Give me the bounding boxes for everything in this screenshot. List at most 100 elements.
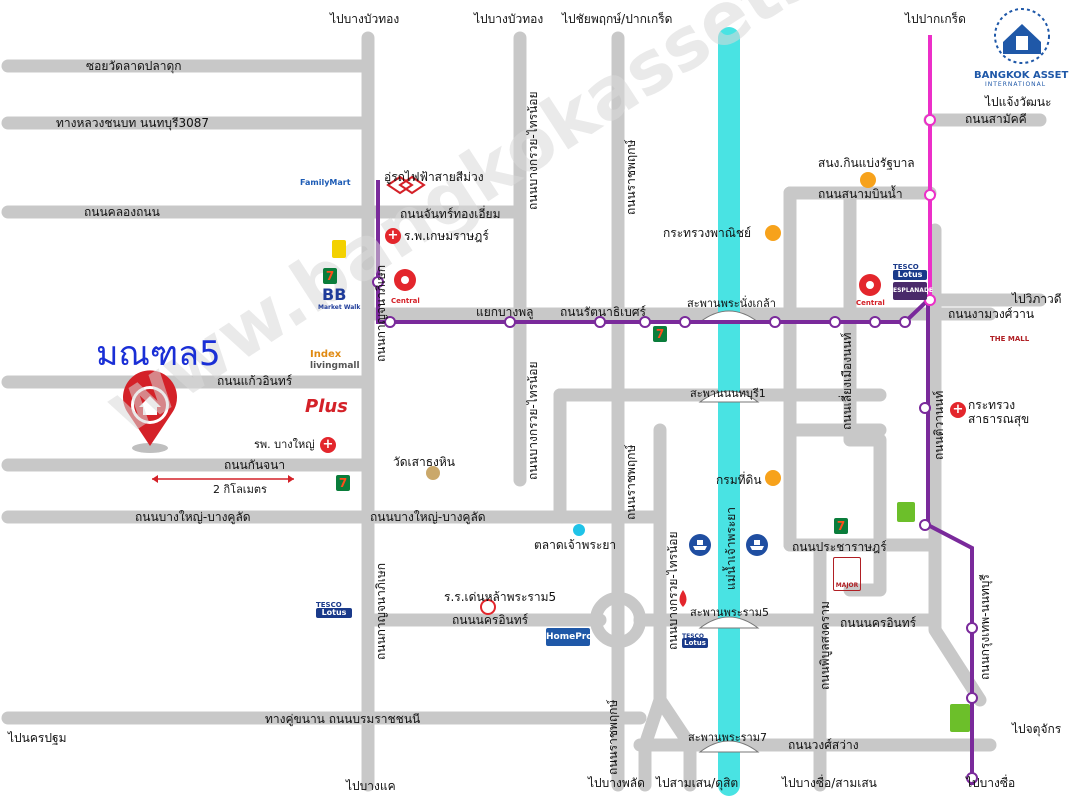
direction-label: ไปแจ้งวัฒนะ bbox=[985, 95, 1052, 109]
scale-label: 2 กิโลเมตร bbox=[213, 483, 267, 496]
home-icon bbox=[139, 396, 161, 415]
road-misc-4 bbox=[638, 693, 667, 792]
road-label: ถนนรัตนาธิเบศร์ bbox=[560, 305, 646, 319]
place-label: อู่รถไฟฟ้าสายสีม่วง bbox=[384, 170, 484, 184]
bb-logo: BB bbox=[322, 285, 347, 304]
road-label: ถนนพิบูลสงคราม bbox=[818, 601, 832, 690]
office-icon bbox=[765, 225, 781, 241]
road-label: ถนนงามวงศ์วาน bbox=[948, 307, 1035, 321]
bridge-label: สะพานนนทบุรี1 bbox=[690, 387, 766, 400]
brand-sub: INTERNATIONAL bbox=[985, 81, 1047, 88]
direction-label: ไปบางซื่อ bbox=[966, 776, 1016, 790]
road-label: ถนนกรุงเทพ-นนทบุรี bbox=[978, 574, 992, 680]
road-label: ถนนบางกรวย-ไทรน้อย bbox=[526, 361, 540, 480]
road-label: ถนนบางใหญ่-บางคูลัด bbox=[135, 510, 251, 524]
station bbox=[594, 316, 606, 328]
lotus-logo: Lotus bbox=[682, 638, 708, 648]
page-title: มณฑล5 bbox=[96, 334, 221, 374]
road-label: ถนนราชพฤกษ์ bbox=[624, 444, 638, 520]
brand-logo-icon bbox=[994, 8, 1050, 64]
road-label: ถนนบางกรวย-ไทรน้อย bbox=[666, 531, 680, 650]
station bbox=[924, 294, 936, 306]
place-label: ร.ร.เด่นหล้าพระราม5 bbox=[444, 590, 557, 604]
index-logo-sub: livingmall bbox=[310, 361, 360, 371]
bridge-rama7-shape bbox=[698, 740, 760, 753]
scale-arrow-left bbox=[152, 475, 158, 483]
road-label: ถนนกาญจนาภิเษก bbox=[374, 562, 388, 660]
road-label: แยกบางพลู bbox=[476, 305, 534, 319]
temple-icon bbox=[426, 466, 440, 480]
station bbox=[966, 692, 978, 704]
hospital-icon: + bbox=[320, 437, 336, 453]
road-label: ถนนแก้วอินทร์ bbox=[217, 374, 293, 388]
tesco-logo: TESCO bbox=[682, 633, 705, 640]
market-icon bbox=[573, 524, 585, 536]
central-logo: Central bbox=[856, 299, 885, 307]
road-label: ถนนราชพฤกษ์ bbox=[624, 139, 638, 215]
road-label: ถนนเลี่ยงเมืองนนท์ bbox=[840, 332, 854, 430]
road-label: ถนนบางกรวย-ไทรน้อย bbox=[526, 91, 540, 210]
direction-label: ไปสามเสน/ดุสิต bbox=[656, 776, 739, 790]
road-label: ถนนสนามบินน้ำ bbox=[818, 187, 903, 201]
station bbox=[372, 276, 384, 288]
index-logo: Index bbox=[310, 349, 342, 360]
lotus-logo: Lotus bbox=[893, 270, 927, 280]
direction-label: ไปบางบัวทอง bbox=[474, 12, 544, 26]
brand-name: BANGKOK ASSET bbox=[974, 70, 1069, 81]
road-liang-mueang bbox=[843, 186, 887, 597]
road-label: ถนนบางใหญ่-บางคูลัด bbox=[370, 510, 486, 524]
road-label: ทางหลวงชนบท นนทบุรี3087 bbox=[56, 116, 209, 130]
esplanade-logo: ESPLANADE bbox=[893, 282, 933, 300]
station bbox=[384, 316, 396, 328]
school-icon bbox=[480, 599, 496, 615]
bb-logo-sub: Market Walk bbox=[318, 304, 361, 311]
big-c-icon bbox=[332, 240, 346, 258]
bridge-nonthaburi1-shape bbox=[698, 390, 760, 403]
road-label: ถนนกาญจนาภิเษก bbox=[374, 264, 388, 362]
seven-eleven-logo: 7 bbox=[323, 268, 337, 284]
direction-label: ไปบางซื่อ/สามเสน bbox=[782, 776, 877, 790]
roundabout bbox=[590, 592, 646, 648]
road-bang-kruai-sai-noi-south bbox=[653, 423, 697, 792]
road-label: ถนนนครอินทร์ bbox=[840, 616, 917, 630]
major-logo: MAJOR bbox=[833, 557, 861, 591]
depot-icon bbox=[386, 175, 426, 195]
familymart-logo: FamilyMart bbox=[300, 178, 351, 187]
seven-eleven-logo: 7 bbox=[834, 518, 848, 534]
station bbox=[924, 189, 936, 201]
road-label: ถนนราชพฤกษ์ bbox=[606, 699, 620, 775]
direction-label: ไปจตุจักร bbox=[1012, 722, 1062, 736]
place-label: วัดเสาธงหิน bbox=[393, 455, 455, 469]
road-label: ถนนจันทร์ทองเอี่ยม bbox=[400, 207, 501, 221]
station bbox=[829, 316, 841, 328]
homepro-logo: HomePro bbox=[546, 628, 592, 646]
pin-shadow bbox=[132, 443, 168, 453]
place-label: กระทรวงพาณิชย์ bbox=[663, 226, 752, 240]
direction-label: ไปบางแค bbox=[346, 779, 396, 793]
place-label: สนง.กินแบ่งรัฐบาล bbox=[818, 156, 915, 170]
central-logo: Central bbox=[391, 297, 420, 305]
scale-arrow-right bbox=[288, 475, 294, 483]
station bbox=[769, 316, 781, 328]
road-label: ถนนติวานนท์ bbox=[932, 390, 946, 460]
hospital-icon: + bbox=[950, 402, 966, 418]
big-c-icon bbox=[897, 502, 915, 522]
station bbox=[679, 316, 691, 328]
direction-label: ไปนครปฐม bbox=[8, 731, 67, 745]
station bbox=[919, 519, 931, 531]
station bbox=[966, 772, 978, 784]
tesco-logo: TESCO bbox=[316, 601, 342, 609]
hospital-icon: + bbox=[385, 228, 401, 244]
road-label: ถนนนครอินทร์ bbox=[452, 613, 529, 627]
tesco-logo: TESCO bbox=[893, 263, 919, 271]
place-label: ร.พ.เกษมราษฎร์ bbox=[404, 229, 489, 243]
station bbox=[869, 316, 881, 328]
seven-eleven-logo: 7 bbox=[653, 326, 667, 342]
place-label: รพ. บางใหญ่ bbox=[254, 438, 315, 451]
station bbox=[504, 316, 516, 328]
road-label: ถนนกันจนา bbox=[224, 458, 286, 472]
office-icon bbox=[860, 172, 876, 188]
road-tiwanon bbox=[928, 223, 987, 707]
plus-mall-logo: Plus bbox=[305, 396, 348, 417]
